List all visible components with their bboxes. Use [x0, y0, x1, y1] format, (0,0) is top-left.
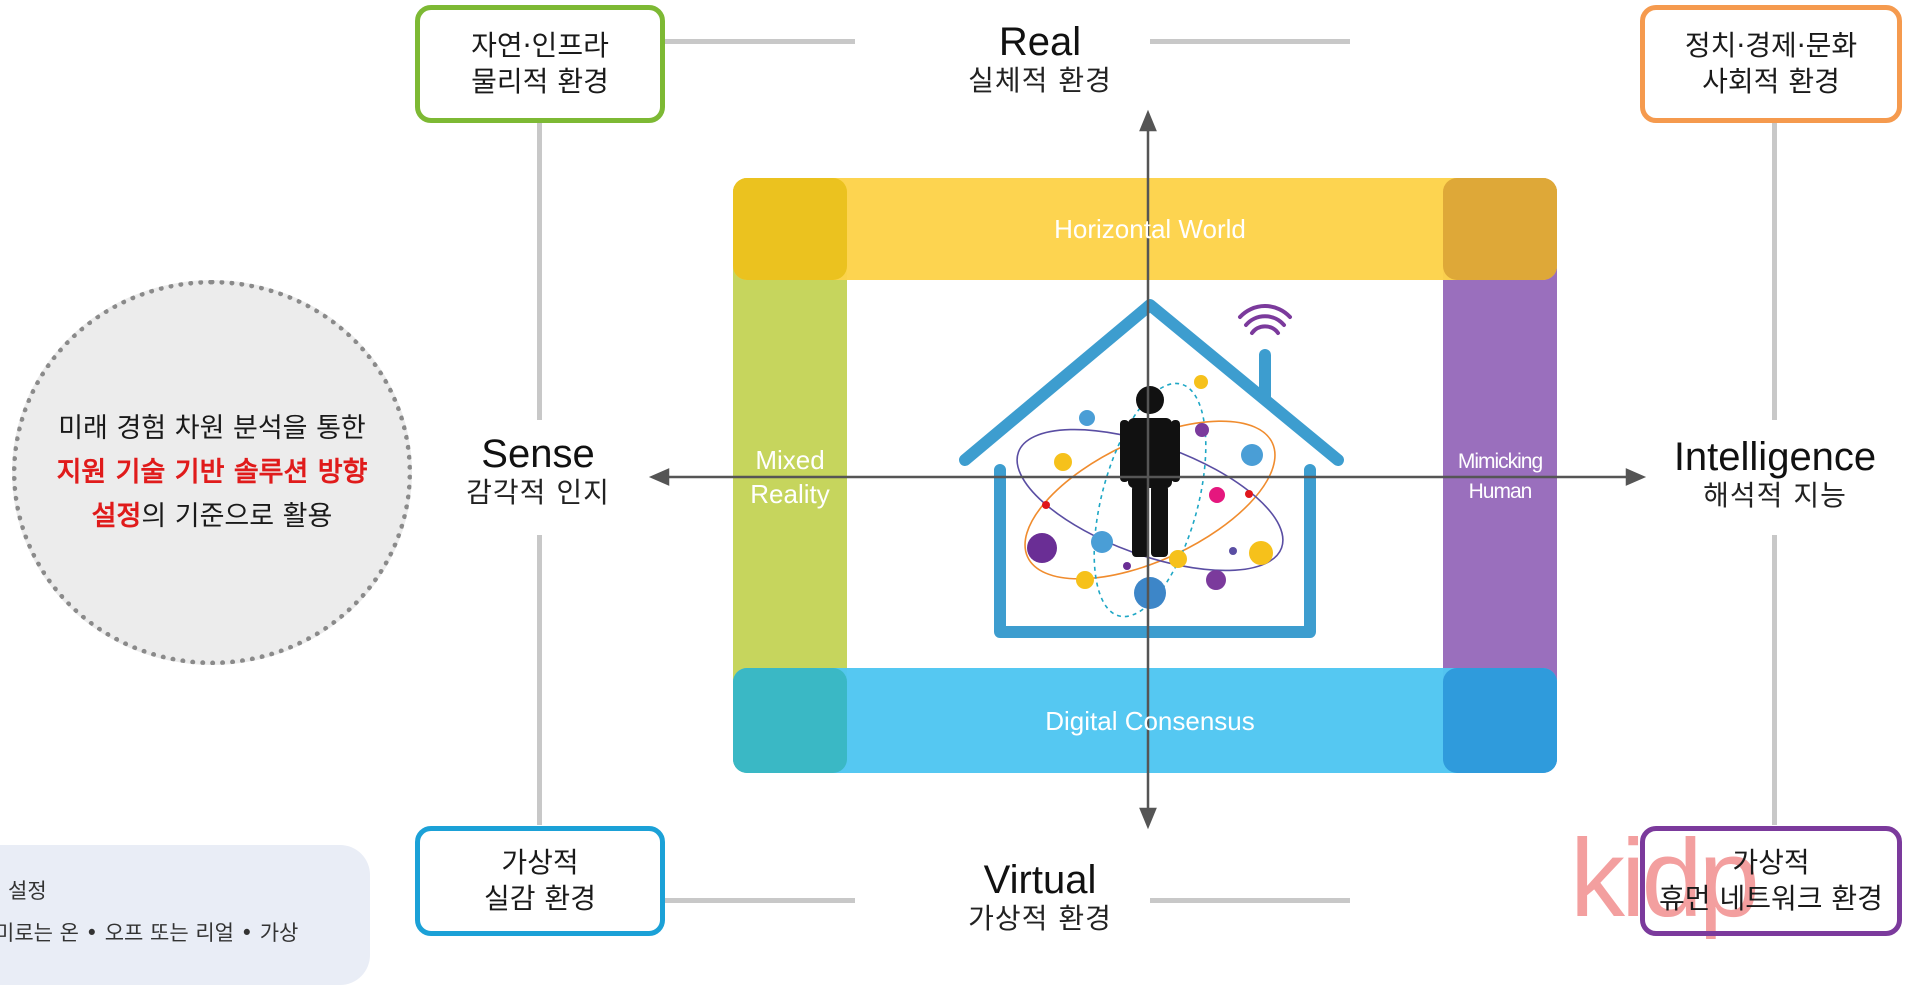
corner-box-natural-infra: 자연·인프라 물리적 환경	[415, 5, 665, 123]
band-top-label: Horizontal World	[1054, 214, 1246, 244]
axis-right-ko: 해석적 지능	[1703, 479, 1847, 512]
house-icon	[959, 299, 1344, 638]
corner-box-virtual-sensory: 가상적 실감 환경	[415, 826, 665, 936]
orbit-dots	[1027, 375, 1273, 609]
corner-line1: 정치·경제·문화	[1684, 29, 1858, 62]
corner-line2: 물리적 환경	[471, 65, 609, 98]
note-line3: 설정의 기준으로 활용	[92, 495, 333, 539]
connector-left-upper	[537, 120, 542, 420]
connector-bottom-right	[1030, 898, 1350, 903]
corner-line2: 사회적 환경	[1702, 65, 1840, 98]
band-right-label-line2: Human	[1468, 480, 1533, 503]
connector-right-lower	[1772, 535, 1777, 825]
connector-top-left	[545, 39, 855, 44]
axis-left-title: Sense 감각적 인지	[448, 432, 628, 510]
connector-right-upper	[1772, 120, 1777, 420]
watermark-logo: kidp	[1570, 817, 1760, 940]
band-bottom-label: Digital Consensus	[1045, 706, 1255, 736]
note-line3-red: 설정	[91, 500, 142, 532]
axis-arrows	[648, 109, 1647, 830]
note-line1: 미래 경험 차원 분석을 통한	[58, 412, 366, 444]
corner-line1: 가상적	[1732, 846, 1810, 879]
overlap-bottom-left	[733, 668, 847, 773]
wifi-icon	[1238, 304, 1292, 335]
axis-bottom-en: Virtual	[983, 858, 1097, 902]
overlap-top-left	[733, 178, 847, 280]
band-top	[733, 178, 1557, 280]
side-panel-line2: 미로는 온 • 오프 또는 리얼 • 가상	[0, 921, 299, 945]
corner-line1: 자연·인프라	[471, 29, 609, 62]
corner-box-social: 정치·경제·문화 사회적 환경	[1640, 5, 1902, 123]
corner-box-human-network: 가상적 휴먼 네트워크 환경	[1640, 826, 1902, 936]
axis-bottom-ko: 가상적 환경	[968, 902, 1112, 935]
axis-top-title: Real 실체적 환경	[930, 20, 1150, 98]
band-bottom	[733, 668, 1557, 773]
person-icon	[1120, 386, 1180, 557]
band-left	[733, 178, 847, 773]
overlap-top-right	[1443, 178, 1557, 280]
connector-top-right	[1030, 39, 1350, 44]
axis-right-title: Intelligence 해석적 지능	[1655, 435, 1895, 513]
connector-left-lower	[537, 535, 542, 825]
connector-bottom-left	[545, 898, 855, 903]
axis-left-en: Sense	[481, 432, 595, 476]
corner-line1: 가상적	[501, 846, 579, 879]
band-right-label-line1: Mimicking	[1457, 450, 1543, 473]
axis-bottom-title: Virtual 가상적 환경	[930, 858, 1150, 936]
note-circle: 미래 경험 차원 분석을 통한 지원 기술 기반 솔루션 방향 설정의 기준으로…	[12, 280, 412, 665]
corner-line2: 휴먼 네트워크 환경	[1659, 882, 1883, 915]
overlap-bottom-right	[1443, 668, 1557, 773]
corner-line2: 실감 환경	[484, 882, 596, 915]
band-left-label-line1: Mixed	[755, 445, 825, 475]
band-left-label-line2: Reality	[750, 479, 830, 509]
band-right-label: Mimicking Human	[1443, 447, 1557, 507]
central-diagram	[648, 109, 1647, 830]
axis-top-en: Real	[998, 20, 1082, 64]
side-panel: 설정 미로는 온 • 오프 또는 리얼 • 가상	[0, 845, 370, 985]
axis-right-en: Intelligence	[1673, 435, 1877, 479]
axis-top-ko: 실체적 환경	[968, 64, 1112, 97]
axis-left-ko: 감각적 인지	[466, 476, 610, 509]
side-panel-line1: 설정	[8, 879, 47, 903]
note-line3-rest: 의 기준으로 활용	[141, 500, 333, 532]
note-line2: 지원 기술 기반 솔루션 방향	[56, 456, 368, 488]
band-right	[1443, 178, 1557, 773]
band-left-label: Mixed Reality	[733, 443, 847, 511]
